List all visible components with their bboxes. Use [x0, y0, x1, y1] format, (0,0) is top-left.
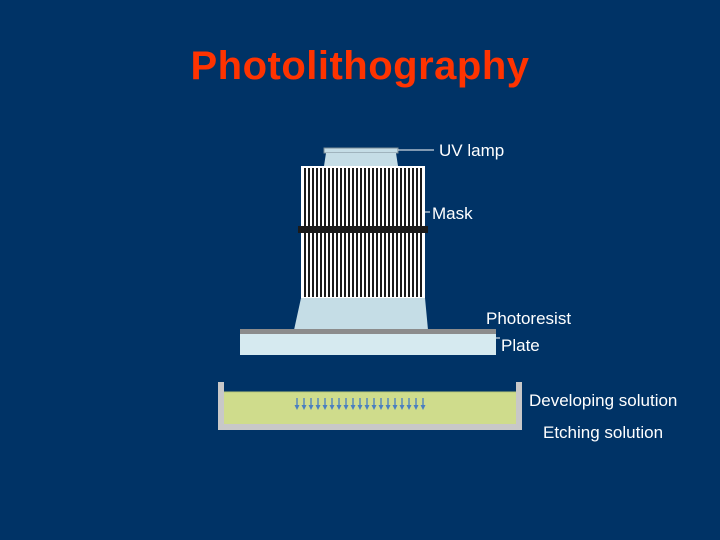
developing-solution-label: Developing solution [529, 391, 678, 410]
uv-lamp [323, 147, 399, 166]
down-arrow-icon [392, 398, 398, 410]
down-arrow-icon [294, 398, 300, 410]
plate [240, 334, 496, 355]
etching-solution-label: Etching solution [543, 423, 664, 442]
uv-lamp-label: UV lamp [439, 141, 505, 160]
solution-tray [218, 382, 522, 430]
mask-label: Mask [432, 204, 473, 223]
down-arrow-icon [406, 398, 412, 410]
page-title: Photolithography [190, 44, 530, 88]
down-arrow-icon [350, 398, 356, 410]
down-arrow-icon [364, 398, 370, 410]
down-arrow-icon [315, 398, 321, 410]
uv-light-beam [294, 166, 428, 330]
mask-bar [298, 226, 428, 233]
label-connectors [398, 149, 500, 339]
down-arrow-icon [385, 398, 391, 410]
etching-arrows [294, 398, 426, 410]
photoresist-label: Photoresist [486, 309, 572, 328]
down-arrow-icon [343, 398, 349, 410]
photoresist-layer [240, 329, 496, 334]
down-arrow-icon [357, 398, 363, 410]
down-arrow-icon [329, 398, 335, 410]
down-arrow-icon [371, 398, 377, 410]
down-arrow-icon [420, 398, 426, 410]
down-arrow-icon [378, 398, 384, 410]
down-arrow-icon [413, 398, 419, 410]
plate-label: Plate [501, 336, 540, 355]
down-arrow-icon [336, 398, 342, 410]
down-arrow-icon [301, 398, 307, 410]
down-arrow-icon [308, 398, 314, 410]
down-arrow-icon [399, 398, 405, 410]
down-arrow-icon [322, 398, 328, 410]
